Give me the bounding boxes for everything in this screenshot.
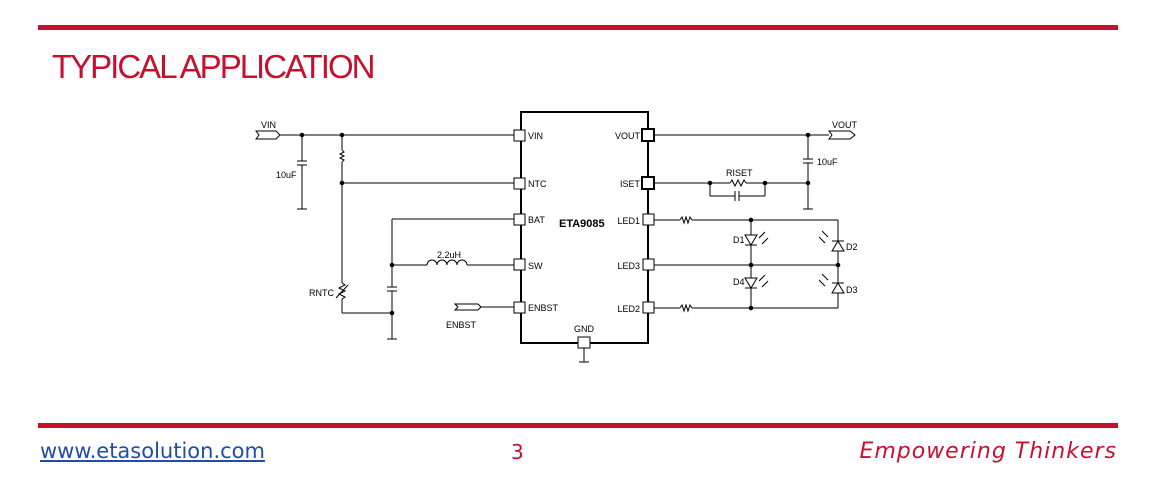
- pin-iset-label: ISET: [620, 179, 641, 189]
- pin-led3-label: LED3: [617, 261, 640, 271]
- inductor-coil: [426, 259, 468, 266]
- pin-enbst-box: [513, 301, 526, 314]
- pin-gnd-box: [577, 336, 591, 349]
- pin-vin-label: VIN: [528, 131, 543, 141]
- chip-name: ETA9085: [559, 218, 605, 230]
- rntc-label: RNTC: [309, 288, 334, 298]
- pin-enbst-label: ENBST: [528, 303, 559, 313]
- inductor-label: 2.2uH: [437, 250, 461, 260]
- pin-bat-label: BAT: [528, 215, 545, 225]
- pin-sw-box: [513, 258, 526, 271]
- d4-diode: [744, 277, 758, 289]
- cin-label: 10uF: [276, 170, 297, 180]
- d2-label: D2: [846, 242, 858, 252]
- d1-label: D1: [733, 235, 745, 245]
- pin-iset-box: [641, 176, 655, 190]
- riset-label: RISET: [726, 168, 753, 178]
- tagline: Empowering Thinkers: [859, 439, 1117, 464]
- d1-diode: [744, 234, 758, 246]
- d3-diode: [831, 282, 845, 294]
- pin-led2-label: LED2: [617, 304, 640, 314]
- pin-gnd-label: GND: [574, 324, 595, 334]
- pin-ntc-label: NTC: [528, 179, 547, 189]
- vout-label: VOUT: [832, 120, 858, 130]
- vout-port: [828, 130, 856, 140]
- cout-label: 10uF: [817, 157, 838, 167]
- vin-label: VIN: [261, 120, 276, 130]
- pin-led1-label: LED1: [617, 216, 640, 226]
- pin-vout-box: [641, 128, 655, 142]
- website-link[interactable]: www.etasolution.com: [40, 439, 265, 463]
- page-number: 3: [511, 440, 524, 464]
- page-title: TYPICAL APPLICATION: [52, 48, 375, 85]
- d4-label: D4: [733, 277, 745, 287]
- pin-led2-box: [642, 301, 655, 314]
- pin-vout-label: VOUT: [615, 131, 641, 141]
- enbst-label: ENBST: [446, 320, 477, 330]
- enbst-port: [453, 303, 482, 311]
- pin-vin-box: [513, 129, 526, 142]
- header-rule: [38, 25, 1118, 30]
- vin-port: [255, 130, 281, 140]
- pin-led3-box: [642, 258, 655, 271]
- footer-rule: [38, 423, 1118, 428]
- pin-ntc-box: [513, 177, 526, 190]
- pin-bat-box: [513, 213, 526, 226]
- d3-label: D3: [846, 285, 858, 295]
- pin-sw-label: SW: [528, 261, 543, 271]
- pin-led1-box: [642, 213, 655, 226]
- d2-diode: [831, 240, 845, 252]
